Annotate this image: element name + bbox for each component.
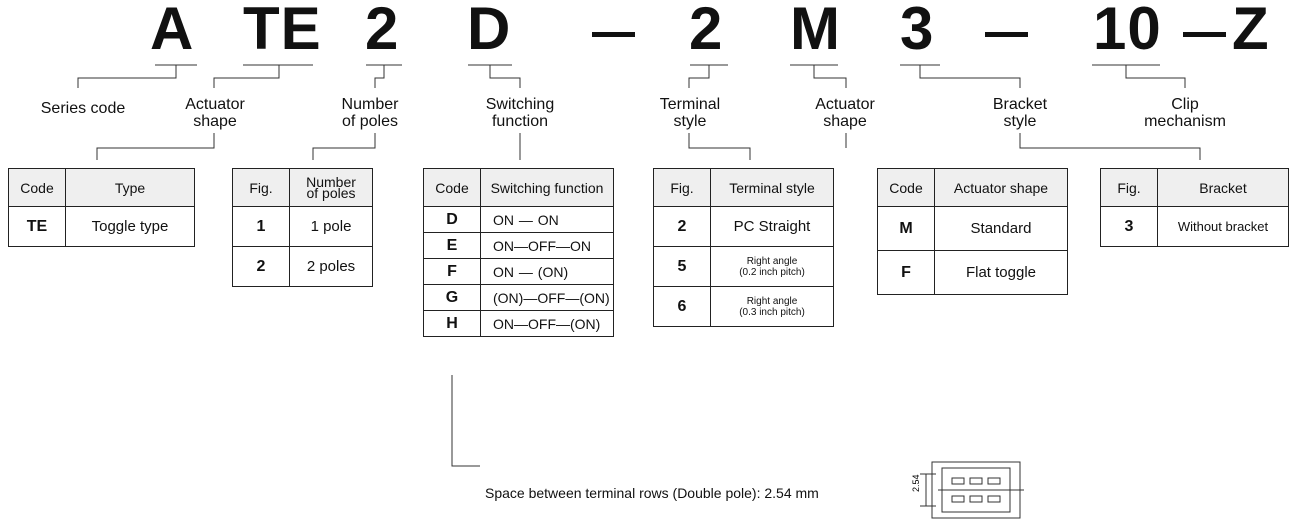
label-bracket-style: Bracket style <box>992 96 1048 130</box>
table-header: Actuator shape <box>934 168 1068 207</box>
label-terminal-style: Terminal style <box>659 96 721 130</box>
table-cell-value: Toggle type <box>65 206 195 247</box>
table-cell-value: Right angle (0.3 inch pitch) <box>710 286 834 327</box>
table-cell-code: G <box>423 284 481 311</box>
label-actuator-shape-2: Actuator shape <box>815 96 875 130</box>
table-cell-code: F <box>423 258 481 285</box>
table-cell-code: 1 <box>232 206 290 247</box>
table-cell-code: D <box>423 206 481 233</box>
table-cell-value: Without bracket <box>1157 206 1289 247</box>
table-cell-value: Right angle (0.2 inch pitch) <box>710 246 834 287</box>
label-clip-mechanism: Clip mechanism <box>1144 96 1226 130</box>
table-cell-value: 1 pole <box>289 206 373 247</box>
table-cell-value: (ON)—OFF—(ON) <box>480 284 614 311</box>
terminal-spacing-note: Space between terminal rows (Double pole… <box>485 485 819 501</box>
code-poles: 2 <box>365 0 400 62</box>
table-cell-code: 2 <box>653 206 711 247</box>
table-cell-value: ON — ON <box>480 206 614 233</box>
table-number-of-poles: Fig. Number of poles 1 1 pole 2 2 poles <box>232 168 373 287</box>
table-cell-code: M <box>877 206 935 251</box>
separator-dash-1 <box>592 32 635 37</box>
code-suffix: Z <box>1232 0 1270 62</box>
table-cell-code: 2 <box>232 246 290 287</box>
table-header: Fig. <box>1100 168 1158 207</box>
table-header: Number of poles <box>289 168 373 207</box>
table-header: Code <box>423 168 481 207</box>
table-cell-code: 3 <box>1100 206 1158 247</box>
terminal-layout-figure: 2.54 <box>911 461 1024 519</box>
label-actuator-shape: Actuator shape <box>185 96 245 130</box>
code-actuator: TE <box>243 0 322 62</box>
code-clip: 10 <box>1093 0 1162 62</box>
table-cell-value: Flat toggle <box>934 250 1068 295</box>
code-bracket: 3 <box>900 0 935 62</box>
table-cell-code: E <box>423 232 481 259</box>
code-series: A <box>150 0 195 62</box>
table-cell-code: 6 <box>653 286 711 327</box>
code-switching: D <box>467 0 512 62</box>
table-cell-code: F <box>877 250 935 295</box>
table-cell-code: TE <box>8 206 66 247</box>
table-cell-value: PC Straight <box>710 206 834 247</box>
code-actuator-shape: M <box>790 0 841 62</box>
table-header: Fig. <box>232 168 290 207</box>
label-switching-function: Switching function <box>485 96 555 130</box>
table-cell-value: ON—OFF—(ON) <box>480 310 614 337</box>
table-cell-value: 2 poles <box>289 246 373 287</box>
table-actuator-type: Code Type TE Toggle type <box>8 168 195 247</box>
separator-dash-2 <box>985 32 1028 37</box>
dimension-label: 2.54 <box>911 474 921 492</box>
table-header: Code <box>8 168 66 207</box>
table-header: Switching function <box>480 168 614 207</box>
separator-dash-3 <box>1183 32 1226 37</box>
table-header: Terminal style <box>710 168 834 207</box>
table-cell-value: ON — (ON) <box>480 258 614 285</box>
code-terminal: 2 <box>689 0 724 62</box>
table-cell-code: H <box>423 310 481 337</box>
table-cell-code: 5 <box>653 246 711 287</box>
table-header: Bracket <box>1157 168 1289 207</box>
table-cell-value: ON—OFF—ON <box>480 232 614 259</box>
label-number-of-poles: Number of poles <box>341 96 399 130</box>
label-series-code: Series code <box>40 100 126 117</box>
table-header: Type <box>65 168 195 207</box>
table-header: Code <box>877 168 935 207</box>
table-header: Fig. <box>653 168 711 207</box>
table-cell-value: Standard <box>934 206 1068 251</box>
